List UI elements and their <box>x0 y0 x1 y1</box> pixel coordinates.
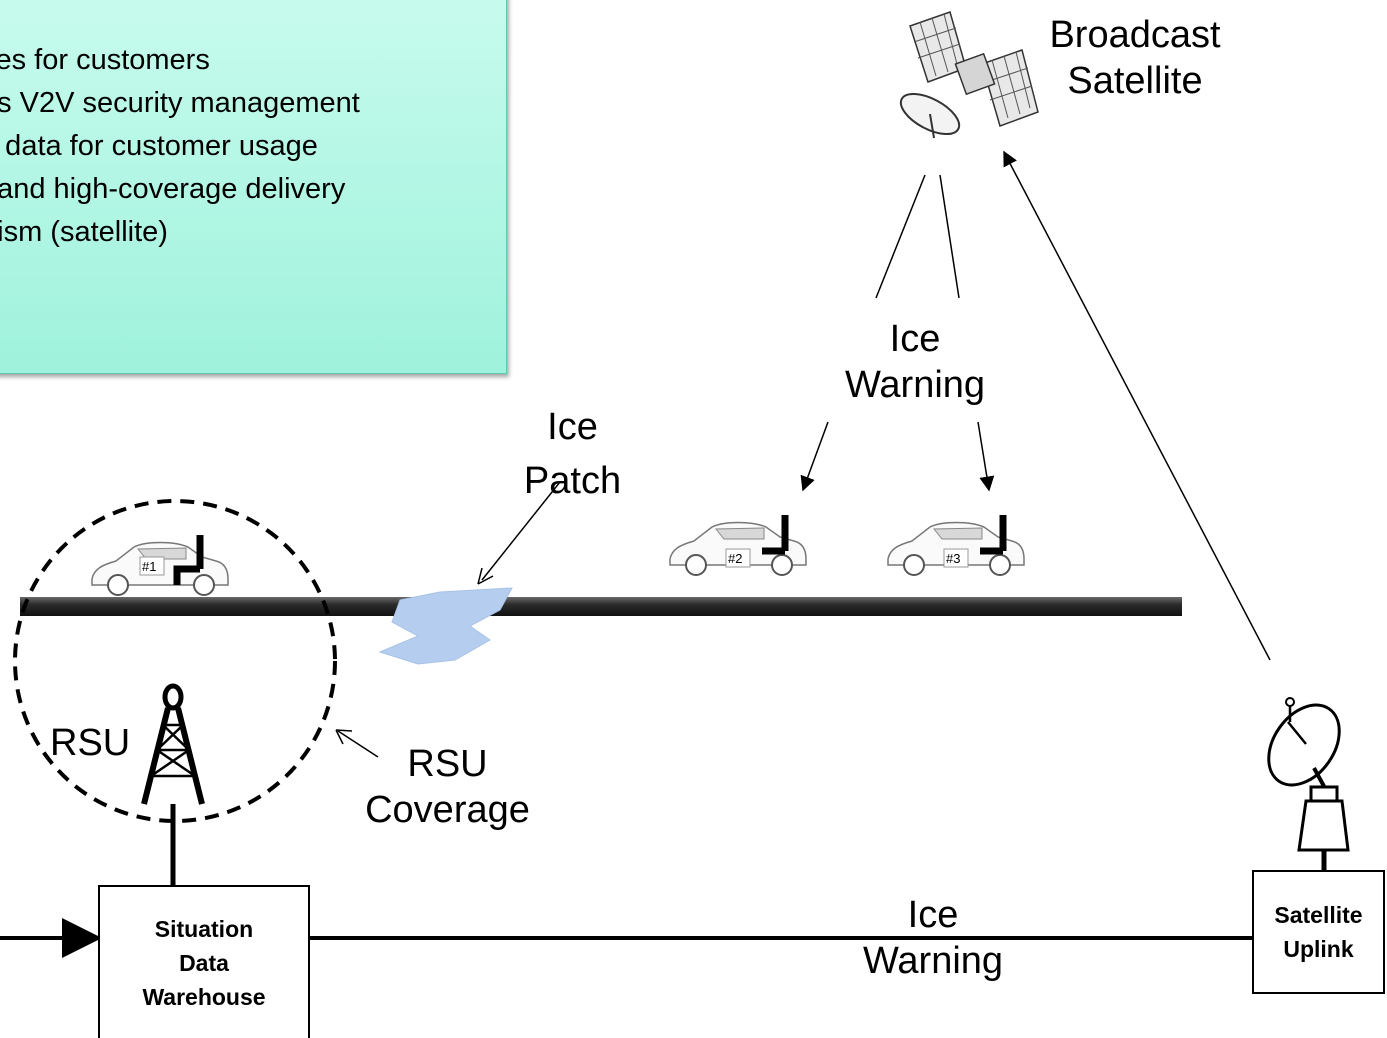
ice-patch-line-1: Ice <box>547 406 598 448</box>
ice-warning-top-label: Ice Warning <box>820 316 1010 408</box>
situation-data-warehouse-box: Situation Data Warehouse <box>98 885 310 1038</box>
car-3-number: #3 <box>946 551 960 566</box>
rsu-coverage-circle <box>13 499 337 823</box>
arrow-rsu-coverage <box>337 730 379 758</box>
broadcast-line-2 <box>939 174 960 299</box>
ice-warning-bottom-line-2: Warning <box>862 940 1004 982</box>
car-2-number: #2 <box>728 551 742 566</box>
car-1-number: #1 <box>142 559 156 574</box>
car-3: #3 <box>887 515 1025 576</box>
benefits-note: : ves for customers us V2V security mana… <box>0 0 507 374</box>
ice-patch-line-2: Patch <box>523 460 622 502</box>
broadcast-label-line-1: Broadcast <box>1049 14 1221 56</box>
note-line-4: d data for customer usage <box>0 130 318 162</box>
satellite-icon <box>899 11 1039 139</box>
broadcast-label-line-2: Satellite <box>1067 60 1203 102</box>
ice-warning-bottom-line-1: Ice <box>907 894 959 936</box>
broadcast-satellite-label: Broadcast Satellite <box>1020 12 1250 104</box>
rsu-label: RSU <box>50 722 131 764</box>
car-2: #2 <box>669 515 807 576</box>
ice-warning-bottom-label: Ice Warning <box>838 892 1028 984</box>
rsu-tower-icon <box>141 683 205 886</box>
warehouse-line-1: Situation <box>154 915 254 942</box>
uplink-line-1: Satellite <box>1274 902 1363 928</box>
ice-patch-shape <box>378 587 513 665</box>
satellite-dish-icon <box>1267 697 1350 870</box>
ice-warning-top-line-2: Warning <box>844 364 986 406</box>
rsu-coverage-line-1: RSU <box>407 743 488 785</box>
note-line-3: us V2V security management <box>0 87 360 119</box>
note-line-5: t and high-coverage delivery <box>0 173 346 205</box>
road <box>20 597 1182 616</box>
car-1: #1 <box>91 535 229 596</box>
arrow-ice-warning-car-2 <box>800 421 829 492</box>
broadcast-line-1 <box>875 174 926 299</box>
uplink-line-2: Uplink <box>1283 936 1354 962</box>
warehouse-line-3: Warehouse <box>142 983 266 1010</box>
rsu-coverage-label: RSU Coverage <box>350 741 545 833</box>
arrow-uplink-to-satellite <box>1003 150 1271 661</box>
satellite-uplink-box: Satellite Uplink <box>1252 870 1385 994</box>
note-line-6: nism (satellite) <box>0 216 168 248</box>
warehouse-line-2: Data <box>179 949 229 976</box>
ice-patch-label: Ice Patch <box>500 400 645 508</box>
rsu-coverage-line-2: Coverage <box>365 789 530 831</box>
arrow-ice-warning-car-3 <box>977 421 995 492</box>
ice-warning-top-line-1: Ice <box>889 318 941 360</box>
arrow-ice-patch <box>481 481 561 581</box>
note-line-2: ves for customers <box>0 44 210 76</box>
